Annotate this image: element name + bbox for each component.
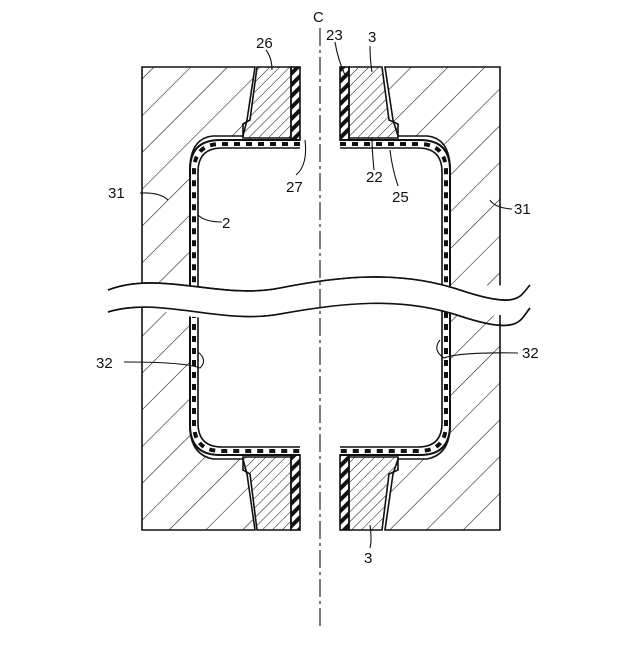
label-32-left: 32	[96, 355, 113, 372]
label-25: 25	[392, 189, 409, 206]
axis-label-c: C	[313, 9, 324, 26]
left-tube-27	[291, 67, 300, 140]
label-3-top: 3	[368, 29, 376, 46]
label-31-right: 31	[514, 201, 531, 218]
left-tube-lower	[291, 455, 300, 530]
right-tube-lower	[340, 455, 349, 530]
label-26: 26	[256, 35, 273, 52]
label-2: 2	[222, 215, 230, 232]
upper-half	[142, 67, 500, 300]
label-27: 27	[286, 179, 303, 196]
lower-half	[142, 300, 500, 530]
label-23: 23	[326, 27, 343, 44]
label-22: 22	[366, 169, 383, 186]
label-32-right: 32	[522, 345, 539, 362]
right-tube-23	[340, 67, 349, 140]
label-31-left: 31	[108, 185, 125, 202]
label-3-bottom: 3	[364, 550, 372, 567]
